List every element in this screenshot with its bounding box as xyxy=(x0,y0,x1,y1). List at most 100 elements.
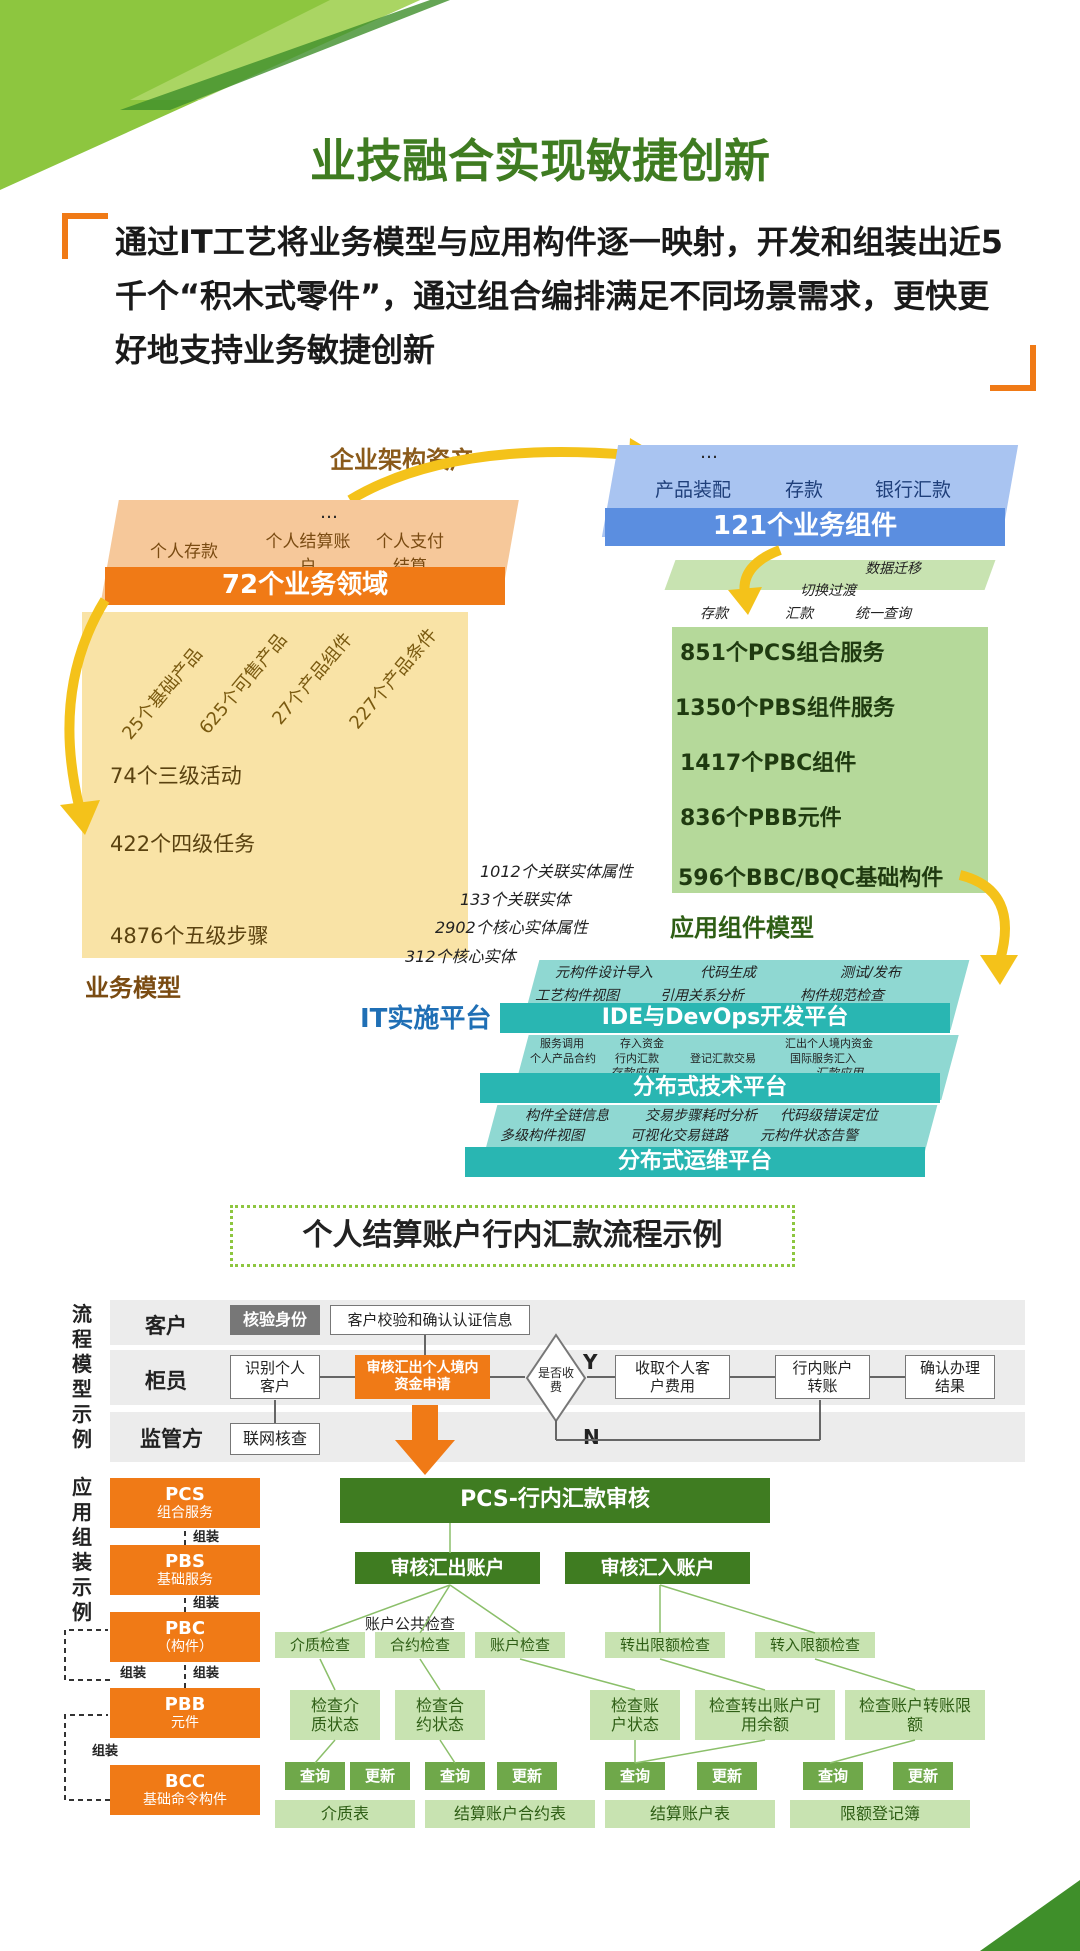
right-arrow-bottom xyxy=(958,870,1018,985)
quote-corner-open xyxy=(62,213,108,259)
role-label: 客户 xyxy=(145,1314,187,1338)
pbc-group-label: 账户公共检查 xyxy=(365,1615,456,1633)
business-domain-item: 个人存款 xyxy=(150,542,218,562)
ide-platform-title: IDE与DevOps开发平台 xyxy=(500,1003,950,1033)
pbc-box: 转出限额检查 xyxy=(605,1632,725,1658)
review-box: 审核汇出个人境内资金申请 xyxy=(355,1355,490,1399)
tech-platform-title: 分布式技术平台 xyxy=(480,1073,940,1103)
layer-sub: 组合服务 xyxy=(157,1505,213,1522)
page-title: 业技融合实现敏捷创新 xyxy=(310,134,770,188)
pcs-title-box: PCS-行内汇款审核 xyxy=(340,1478,770,1523)
business-component-item: 存款 xyxy=(785,479,824,501)
assemble-label: 组装 xyxy=(120,1666,147,1681)
confirm-box: 确认办理结果 xyxy=(905,1355,995,1399)
pbb-box: 检查介质状态 xyxy=(290,1690,380,1740)
ide-item: 构件规范检查 xyxy=(800,988,884,1004)
layer-sub: 元件 xyxy=(171,1715,199,1732)
verify-id-box: 核验身份 xyxy=(230,1305,320,1335)
business-component-item: 产品装配 xyxy=(655,479,732,501)
pbc-box: 账户检查 xyxy=(475,1632,565,1658)
tech-item: 汇出个人境内资金 xyxy=(785,1037,873,1050)
table-box: 介质表 xyxy=(275,1800,415,1828)
business-model-cube xyxy=(80,610,470,960)
layer-box-pbc: PBC （构件） xyxy=(110,1612,260,1662)
ops-item: 可视化交易链路 xyxy=(630,1128,728,1144)
business-component-item: 银行汇款 xyxy=(875,479,952,501)
app-layer xyxy=(670,625,990,895)
assemble-arrows xyxy=(64,1528,186,1801)
app-layer-label: 851个PCS组合服务 xyxy=(680,641,885,666)
corner-decoration-bottom xyxy=(980,1880,1080,1951)
tech-item: 行内汇款 xyxy=(615,1052,659,1065)
ide-item: 测试/发布 xyxy=(840,965,901,981)
business-model-label: 业务模型 xyxy=(85,974,181,1002)
bcc-op: 查询 xyxy=(285,1762,345,1790)
network-check-box: 联网核查 xyxy=(230,1423,320,1455)
level-label: 4876个五级步骤 xyxy=(110,924,269,948)
table-box: 结算账户合约表 xyxy=(425,1800,595,1828)
left-arrow xyxy=(60,597,110,835)
pbb-box: 检查账户状态 xyxy=(590,1690,680,1740)
assemble-label: 组装 xyxy=(193,1530,220,1545)
bcc-op: 更新 xyxy=(893,1762,953,1790)
business-component-title: 121个业务组件 xyxy=(605,508,1005,546)
app-layer-label: 596个BBC/BQC基础构件 xyxy=(678,866,944,891)
layer-name: PBC xyxy=(164,1617,206,1639)
level-label: 74个三级活动 xyxy=(110,764,242,788)
right-arrow-top xyxy=(728,545,782,615)
quote-corner-close xyxy=(990,345,1036,391)
transfer-box: 行内账户转账 xyxy=(775,1355,870,1399)
ops-item: 多级构件视图 xyxy=(500,1128,584,1144)
bcc-op: 查询 xyxy=(803,1762,863,1790)
level-label: 422个四级任务 xyxy=(110,832,256,856)
entity-label: 1012个关联实体属性 xyxy=(480,862,633,881)
intro-text: 通过IT工艺将业务模型与应用构件逐一映射，开发和组装出近5千个“积木式零件”，通… xyxy=(115,223,1004,369)
tech-item: 登记汇款交易 xyxy=(690,1052,756,1065)
no-label: N xyxy=(583,1425,600,1449)
ops-item: 构件全链信息 xyxy=(525,1108,609,1124)
assemble-label: 组装 xyxy=(193,1596,220,1611)
pbc-box: 合约检查 xyxy=(375,1632,465,1658)
assemble-label: 组装 xyxy=(92,1744,119,1759)
ops-platform-title: 分布式运维平台 xyxy=(465,1147,925,1177)
layer-box-pbs: PBS 基础服务 xyxy=(110,1545,260,1595)
ops-item: 代码级错误定位 xyxy=(780,1108,878,1124)
role-label: 柜员 xyxy=(145,1369,187,1393)
table-box: 限额登记簿 xyxy=(790,1800,970,1828)
layer-sub: 基础服务 xyxy=(157,1572,213,1589)
ide-item: 代码生成 xyxy=(700,965,756,981)
bcc-op: 更新 xyxy=(697,1762,757,1790)
bcc-op: 更新 xyxy=(497,1762,557,1790)
layer-name: BCC xyxy=(164,1770,206,1792)
layer-box-pbb: PBB 元件 xyxy=(110,1688,260,1738)
table-box: 结算账户表 xyxy=(605,1800,775,1828)
example-title: 个人结算账户行内汇款流程示例 xyxy=(230,1205,795,1267)
layer-name: PBB xyxy=(164,1693,206,1715)
layer-box-bcc: BCC 基础命令构件 xyxy=(110,1765,260,1815)
ops-item: 交易步骤耗时分析 xyxy=(645,1108,757,1124)
ide-item: 引用关系分析 xyxy=(660,988,744,1004)
layer-name: PBS xyxy=(165,1550,205,1572)
layer-sub: 基础命令构件 xyxy=(143,1792,227,1809)
ide-item: 元构件设计导入 xyxy=(555,965,653,981)
tech-item: 存入资金 xyxy=(620,1037,664,1050)
flow-arrows xyxy=(274,1335,905,1475)
pbc-box: 介质检查 xyxy=(275,1632,365,1658)
corner-decoration-top xyxy=(0,0,450,190)
app-top-item: 切换过渡 xyxy=(800,583,856,599)
pbb-box: 检查账户转账限额 xyxy=(845,1690,985,1740)
tech-item: 国际服务汇入 xyxy=(790,1052,856,1065)
assemble-label: 组装 xyxy=(193,1666,220,1681)
customer-confirm-box: 客户校验和确认认证信息 xyxy=(330,1305,530,1335)
layer-sub: （构件） xyxy=(157,1639,213,1656)
side-flow-label: 流程模型示例 xyxy=(72,1302,92,1451)
fee-question: 是否收费 xyxy=(538,1365,575,1394)
business-component-ellipsis: … xyxy=(700,442,718,463)
app-layer-label: 1350个PBS组件服务 xyxy=(675,696,895,721)
app-layer-label: 1417个PBC组件 xyxy=(680,751,857,776)
pbb-box: 检查合约状态 xyxy=(395,1690,485,1740)
collect-fee-box: 收取个人客户费用 xyxy=(615,1355,730,1399)
business-domain-title: 72个业务领域 xyxy=(105,567,505,605)
app-top-item: 数据迁移 xyxy=(865,561,921,577)
side-app-label: 应用组装示例 xyxy=(72,1475,92,1624)
